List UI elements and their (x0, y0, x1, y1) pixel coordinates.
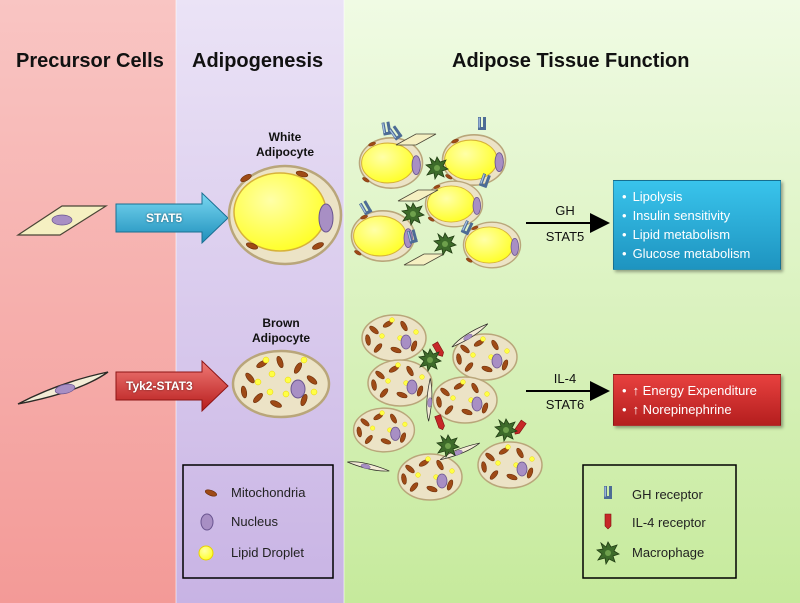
white-effect-item: Lipolysis (622, 187, 772, 206)
gh-signal-label: GH (555, 203, 575, 218)
legend-left-box (182, 464, 334, 579)
tyk2-stat3-arrow-label: Tyk2-STAT3 (126, 379, 193, 393)
legend-nucleus-label: Nucleus (231, 514, 278, 529)
brown-adipocyte-label: Brown Adipocyte (238, 316, 324, 346)
white-adipocyte-label: White Adipocyte (242, 130, 328, 160)
adipogenesis-panel (176, 0, 344, 603)
brown-effects-box: ↑ Energy Expenditure ↑ Norepinephrine (613, 374, 781, 426)
brown-effect-item: ↑ Energy Expenditure (622, 381, 772, 400)
white-effect-item: Lipid metabolism (622, 225, 772, 244)
white-label-line1: White (268, 130, 302, 144)
legend-right-box (582, 464, 737, 579)
stat5-arrow (115, 191, 229, 245)
stat6-transducer-label: STAT6 (545, 397, 585, 412)
brown-adipocyte (231, 349, 331, 419)
nucleus-icon (200, 513, 214, 531)
white-effect-item: Glucose metabolism (622, 244, 772, 263)
legend-macrophage-label: Macrophage (632, 545, 705, 560)
precursor-header: Precursor Cells (16, 50, 164, 72)
legend-lipid-droplet-label: Lipid Droplet (231, 545, 304, 560)
brown-label-line1: Brown (262, 316, 300, 330)
lipid-droplet-icon (198, 545, 214, 561)
white-effect-item: Insulin sensitivity (622, 206, 772, 225)
legend-il4-receptor-label: IL-4 receptor (632, 515, 706, 530)
legend-mitochondria-label: Mitochondria (231, 485, 306, 500)
il4-signal-label: IL-4 (553, 371, 577, 386)
white-precursor-cell (15, 205, 109, 236)
adipogenesis-header: Adipogenesis (192, 50, 324, 72)
white-label-line2: Adipocyte (255, 145, 314, 159)
precursor-panel (0, 0, 176, 603)
il4-receptor-icon (604, 513, 612, 530)
function-header: Adipose Tissue Function (452, 50, 690, 72)
white-effects-box: Lipolysis Insulin sensitivity Lipid meta… (613, 180, 781, 270)
legend-gh-receptor-label: GH receptor (632, 487, 703, 502)
stat5-transducer-label: STAT5 (545, 229, 585, 244)
white-adipocyte (227, 164, 343, 266)
tyk2-stat3-arrow (115, 359, 229, 413)
white-tissue-cluster (352, 117, 521, 268)
brown-label-line2: Adipocyte (251, 331, 310, 345)
function-panel (344, 0, 800, 603)
stat5-arrow-label: STAT5 (146, 211, 183, 225)
brown-effect-item: ↑ Norepinephrine (622, 400, 772, 419)
brown-precursor-cell (17, 371, 109, 405)
